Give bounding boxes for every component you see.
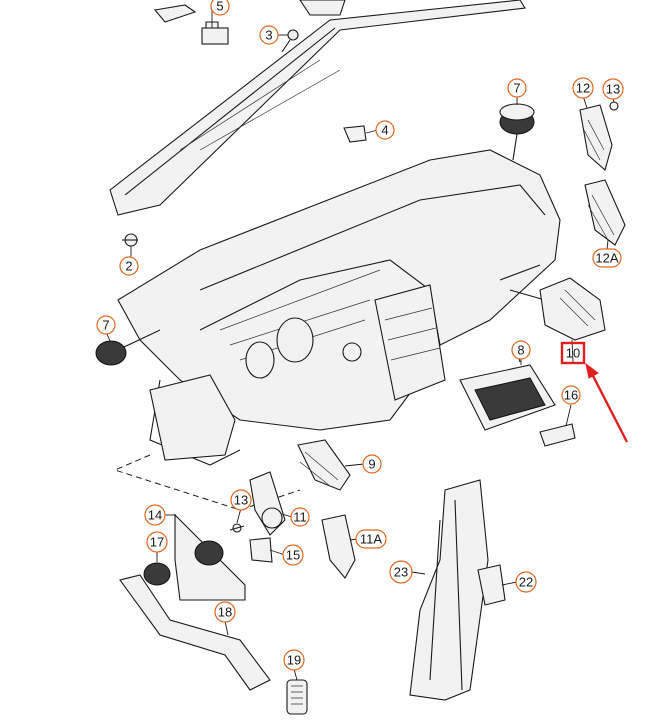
svg-text:23: 23: [394, 565, 408, 580]
callout-22: 22: [515, 571, 537, 593]
vent-part-11: [249, 471, 286, 536]
side-vent-12a: [584, 179, 626, 246]
callout-13-top: 13: [602, 78, 624, 100]
svg-text:7: 7: [513, 81, 520, 96]
svg-text:11: 11: [293, 510, 307, 525]
round-vent-7-left: [95, 329, 161, 366]
highlight-box-10: [560, 341, 586, 365]
dashboard-body: [113, 149, 561, 511]
screw-part-2: [122, 233, 138, 247]
svg-text:15: 15: [286, 548, 300, 563]
svg-text:2: 2: [125, 259, 132, 274]
callout-18: 18: [214, 601, 236, 623]
callout-7-left: 7: [96, 315, 116, 335]
svg-text:12: 12: [576, 81, 590, 96]
callout-17: 17: [146, 531, 168, 553]
svg-text:16: 16: [564, 388, 578, 403]
center-vent-8: [459, 357, 556, 431]
callout-13-lower: 13: [230, 489, 252, 511]
callout-16: 16: [561, 385, 581, 405]
part-19: [286, 679, 308, 715]
svg-text:7: 7: [102, 318, 109, 333]
svg-text:10: 10: [566, 346, 580, 361]
upper-dash-cover: [109, 0, 526, 216]
round-vent-7-top: [499, 103, 535, 161]
bracket-part-15: [249, 537, 273, 563]
svg-text:3: 3: [265, 28, 272, 43]
part-11a: [321, 514, 356, 579]
highlight-annotation: [560, 341, 629, 443]
highlight-arrow: [588, 369, 629, 443]
svg-text:17: 17: [150, 535, 164, 550]
switch-part-16: [539, 423, 576, 447]
callout-23: 23: [389, 560, 413, 584]
svg-text:4: 4: [381, 123, 388, 138]
callout-12: 12: [572, 77, 594, 99]
callout-10: 10: [566, 346, 580, 361]
callout-7-top: 7: [507, 78, 527, 98]
callout-2: 2: [119, 256, 139, 276]
clip-part-22: [477, 564, 506, 606]
svg-text:9: 9: [368, 457, 375, 472]
side-vent-12: [579, 101, 619, 171]
right-vent-housing: [539, 277, 606, 341]
duct-part-18: [119, 574, 271, 691]
cover-part-14: [174, 513, 246, 601]
svg-text:19: 19: [287, 653, 301, 668]
callout-15: 15: [282, 544, 304, 566]
pillar-part-23: [409, 479, 489, 701]
svg-text:11A: 11A: [360, 532, 382, 547]
svg-text:13: 13: [234, 493, 248, 508]
svg-text:22: 22: [519, 575, 533, 590]
svg-text:12A: 12A: [595, 251, 618, 266]
vent-part-9: [297, 439, 351, 491]
bracket-part-4: [343, 125, 367, 143]
svg-text:8: 8: [517, 343, 524, 358]
callout-12a: 12A: [592, 248, 622, 268]
svg-text:14: 14: [148, 508, 162, 523]
svg-text:18: 18: [218, 605, 232, 620]
callout-11: 11: [290, 507, 310, 527]
callout-4: 4: [375, 120, 395, 140]
callout-9: 9: [362, 454, 382, 474]
vent-part-17: [143, 562, 171, 586]
callout-3: 3: [259, 25, 279, 45]
callout-14: 14: [144, 504, 166, 526]
callout-19: 19: [283, 649, 305, 671]
callout-11a: 11A: [355, 529, 387, 549]
callout-5: 5: [210, 0, 230, 16]
svg-text:13: 13: [606, 82, 620, 97]
callout-8: 8: [511, 340, 531, 360]
screw-part-13-lower: [229, 523, 245, 533]
highlight-arrowhead: [585, 362, 599, 379]
svg-text:5: 5: [216, 0, 223, 14]
